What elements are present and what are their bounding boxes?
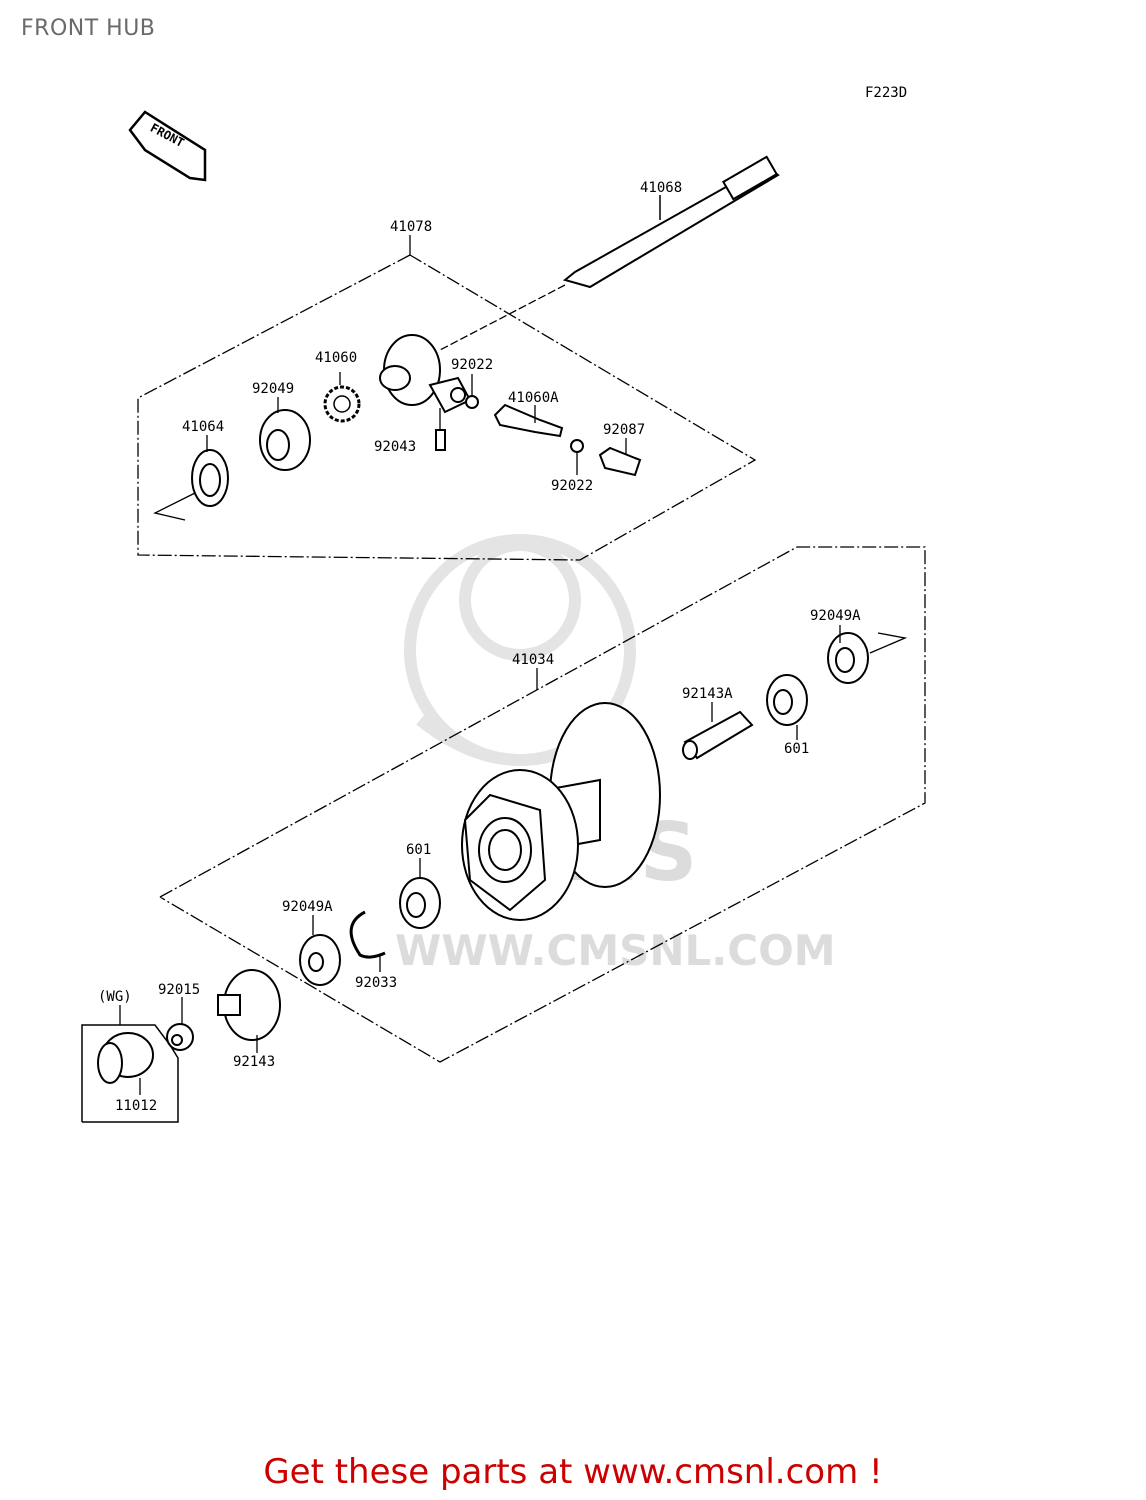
- collar-92143[interactable]: [217, 969, 281, 1041]
- gear-41060[interactable]: [323, 385, 361, 423]
- watermark-text: WWW.CMSNL.COM: [395, 926, 836, 975]
- part-label-41064[interactable]: 41064: [182, 419, 224, 435]
- part-label-92022-upper[interactable]: 92022: [451, 357, 493, 373]
- part-label-11012[interactable]: 11012: [115, 1098, 157, 1114]
- part-label-92049A-left[interactable]: 92049A: [282, 899, 333, 915]
- retainer-41064[interactable]: [191, 449, 229, 507]
- group-label-wg: (WG): [98, 989, 132, 1005]
- part-label-92143A[interactable]: 92143A: [682, 686, 733, 702]
- spacer-92143A[interactable]: [682, 710, 754, 760]
- seal-92049A-right[interactable]: [827, 632, 869, 684]
- part-label-92043[interactable]: 92043: [374, 439, 416, 455]
- seal-92049A-left[interactable]: [299, 934, 341, 986]
- hub-41034[interactable]: [461, 702, 661, 921]
- exploded-parts-diagram: WWW.CMSNL.COM MS F223D FRONT: [81, 85, 926, 1123]
- footer-promo-link[interactable]: Get these parts at www.cmsnl.com !: [263, 1452, 883, 1492]
- page-title: FRONT HUB: [21, 16, 156, 41]
- part-label-41078[interactable]: 41078: [390, 219, 432, 235]
- part-label-92015[interactable]: 92015: [158, 982, 200, 998]
- part-label-92022-lower[interactable]: 92022: [551, 478, 593, 494]
- washer-92022-lower[interactable]: [570, 439, 584, 453]
- fitting-92087[interactable]: [598, 446, 642, 477]
- part-label-92143[interactable]: 92143: [233, 1054, 275, 1070]
- bearing-601-left[interactable]: [399, 877, 441, 929]
- front-direction-arrow: FRONT: [128, 110, 207, 182]
- speedometer-gear-housing[interactable]: [379, 334, 472, 414]
- pinion-41060A[interactable]: [493, 403, 564, 438]
- figure-code: F223D: [865, 85, 907, 101]
- part-label-92087[interactable]: 92087: [603, 422, 645, 438]
- part-label-92049[interactable]: 92049: [252, 381, 294, 397]
- pin-92043[interactable]: [435, 429, 446, 451]
- nut-92015[interactable]: [166, 1023, 194, 1051]
- part-label-92033[interactable]: 92033: [355, 975, 397, 991]
- seal-92049[interactable]: [259, 409, 311, 471]
- part-label-92049A-right[interactable]: 92049A: [810, 608, 861, 624]
- part-label-41034[interactable]: 41034: [512, 652, 554, 668]
- part-label-41060A[interactable]: 41060A: [508, 390, 559, 406]
- axle-41068[interactable]: [562, 155, 780, 289]
- part-label-41060[interactable]: 41060: [315, 350, 357, 366]
- circlip-92033[interactable]: [349, 910, 386, 959]
- washer-92022-upper[interactable]: [465, 395, 479, 409]
- cap-11012[interactable]: [97, 1032, 154, 1084]
- part-label-41068[interactable]: 41068: [640, 180, 682, 196]
- part-label-601-left[interactable]: 601: [406, 842, 431, 858]
- part-label-601-right[interactable]: 601: [784, 741, 809, 757]
- bearing-601-right[interactable]: [766, 674, 808, 726]
